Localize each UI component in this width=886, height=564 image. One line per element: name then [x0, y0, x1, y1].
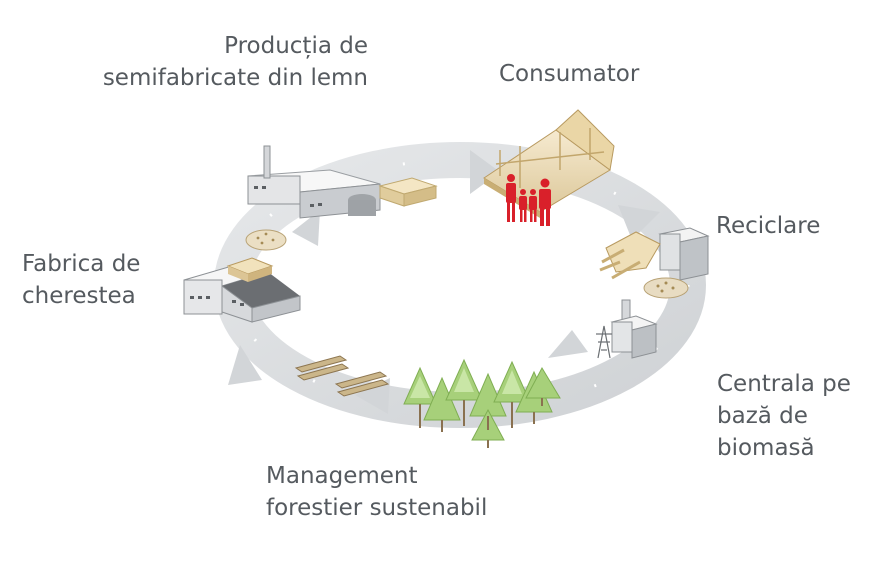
arrow-head-left-bottom: [228, 345, 262, 385]
arrow-head-left-top: [292, 210, 320, 246]
arrow-head-right-top: [618, 205, 660, 240]
label-semifinished-production: Producția de semifabricate din lemn: [102, 33, 368, 91]
label-consumer: Consumator: [499, 61, 640, 87]
arrow-head-bottom: [355, 378, 390, 414]
semifinished-factory-icon: [247, 145, 381, 219]
log-pile-icon: [294, 355, 390, 397]
label-sawmill: Fabrica de cherestea: [22, 251, 141, 309]
power-pylon-icon: [596, 325, 612, 359]
wood-boards-icon: [378, 177, 438, 207]
recycling-facility-icon: [599, 227, 710, 299]
label-recycling: Reciclare: [716, 213, 821, 239]
forest-trees-icon: [403, 358, 561, 448]
sawmill-icon: [183, 257, 301, 323]
family-people-icon: [506, 174, 551, 226]
biomass-plant-icon: [610, 299, 658, 359]
label-biomass-plant: Centrala pe bază de biomasă: [717, 371, 851, 461]
arrow-head-right-bottom: [548, 330, 588, 358]
sawdust-pile-icon: [245, 229, 287, 251]
arrow-head-top: [470, 150, 500, 194]
cycle-arrowheads: [228, 150, 660, 414]
label-sustainable-forestry: Management forestier sustenabil: [266, 463, 488, 521]
